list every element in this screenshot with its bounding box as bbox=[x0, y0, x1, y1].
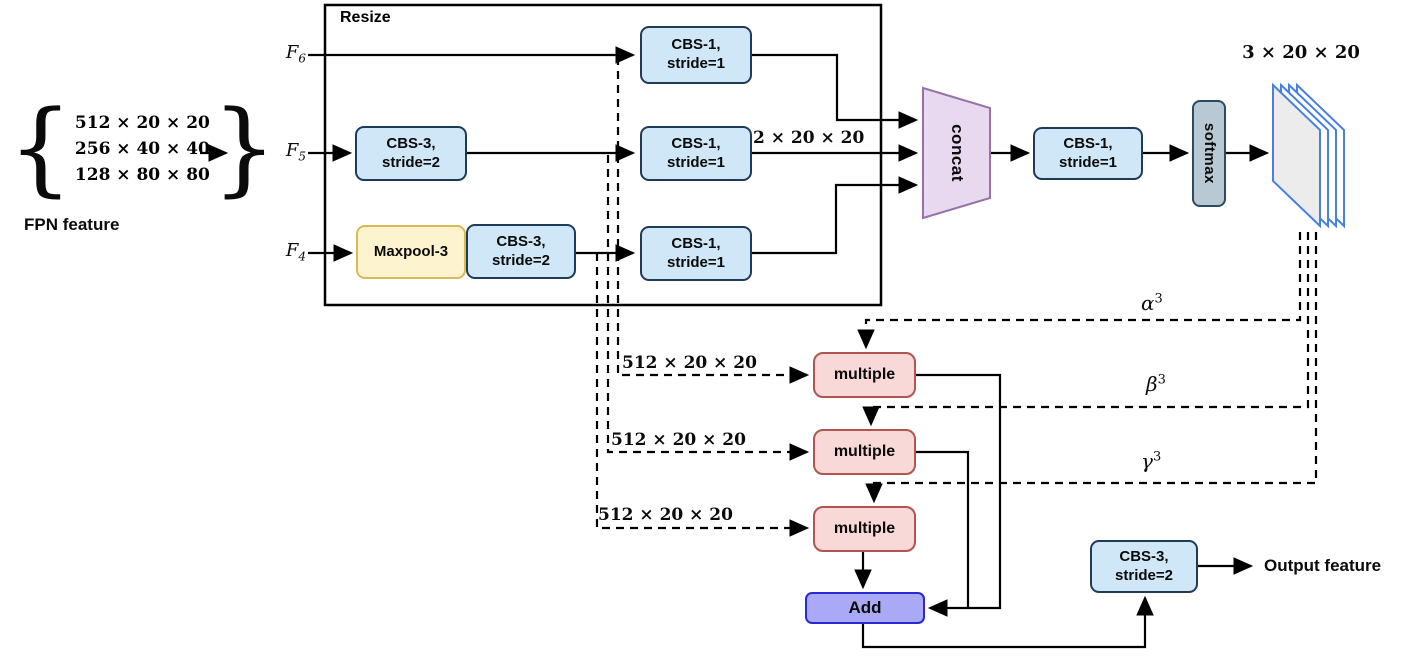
maxpool-box: Maxpool-3 bbox=[356, 225, 466, 279]
row3-to-concat bbox=[752, 176, 919, 255]
row1-to-concat bbox=[752, 53, 919, 129]
multiple-box-2: multiple bbox=[813, 429, 916, 475]
cbs1-box-row3: CBS-1, stride=1 bbox=[640, 226, 752, 281]
input-f5-label: F5 bbox=[270, 140, 306, 164]
fpn-shape-list: 512 × 20 × 20 256 × 40 × 40 128 × 80 × 8… bbox=[75, 110, 210, 188]
beta-weight-label: β3 bbox=[1146, 372, 1166, 396]
f4-sub: 4 bbox=[298, 249, 306, 264]
dim-label-multiple1: 512 × 20 × 20 bbox=[622, 353, 757, 373]
f5-sub: 5 bbox=[298, 149, 306, 164]
alpha-sup: 3 bbox=[1154, 291, 1163, 307]
concat-trapezoid bbox=[922, 86, 991, 220]
add-to-cbs3out bbox=[861, 595, 1154, 649]
multiple-box-1: multiple bbox=[813, 352, 916, 398]
fpn-feature-block: { 512 × 20 × 20 256 × 40 × 40 128 × 80 ×… bbox=[8, 89, 277, 208]
cbs1-box-row2: CBS-1, stride=1 bbox=[640, 126, 752, 181]
beta-base: β bbox=[1146, 372, 1158, 396]
alpha-weight-label: α3 bbox=[1141, 291, 1163, 315]
cbs1-box-postconcat: CBS-1, stride=1 bbox=[1033, 127, 1143, 180]
multiple2-feedback-to-add bbox=[916, 450, 970, 608]
resize-group-frame bbox=[323, 3, 883, 307]
dim-label-multiple2: 512 × 20 × 20 bbox=[611, 430, 746, 450]
left-brace: { bbox=[8, 89, 73, 208]
input-f4-label: F4 bbox=[270, 240, 306, 264]
gamma-weight-line bbox=[865, 232, 1318, 504]
multiple1-feedback-to-add bbox=[916, 373, 1002, 617]
gamma-weight-label: γ3 bbox=[1141, 449, 1161, 473]
gamma-sup: 3 bbox=[1152, 449, 1162, 465]
f5-resized-to-multiple2 bbox=[606, 155, 810, 461]
output-feature-label: Output feature bbox=[1264, 556, 1382, 575]
concat-label: concat bbox=[947, 124, 967, 182]
cbs3-box-row2: CBS-3, stride=2 bbox=[355, 126, 467, 181]
dim-label-concat-in: 2 × 20 × 20 bbox=[753, 128, 865, 148]
multiple-box-3: multiple bbox=[813, 506, 916, 552]
fpn-shape-3: 128 × 80 × 80 bbox=[74, 165, 210, 185]
cbs1-box-row1: CBS-1, stride=1 bbox=[640, 26, 752, 84]
gamma-base: γ bbox=[1141, 449, 1153, 473]
cbs3-box-row3: CBS-3, stride=2 bbox=[466, 224, 576, 279]
f4-base: F bbox=[285, 240, 299, 261]
f5-base: F bbox=[285, 140, 299, 161]
f6-sub: 6 bbox=[298, 51, 306, 66]
solid-connectors bbox=[200, 46, 1270, 649]
dim-label-multiple3: 512 × 20 × 20 bbox=[598, 505, 733, 525]
dashed-connectors bbox=[595, 57, 1318, 537]
cbs3-output-box: CBS-3, stride=2 bbox=[1090, 540, 1198, 593]
dim-label-softmax-out: 3 × 20 × 20 bbox=[1242, 42, 1360, 63]
resize-group-title: Resize bbox=[340, 9, 391, 26]
f6-base: F bbox=[285, 42, 299, 63]
input-f6-label: F6 bbox=[270, 42, 306, 66]
beta-weight-line bbox=[862, 232, 1310, 427]
beta-sup: 3 bbox=[1157, 372, 1166, 388]
alpha-base: α bbox=[1141, 291, 1155, 315]
f4-resized-to-multiple3 bbox=[595, 253, 810, 537]
add-box: Add bbox=[805, 592, 925, 624]
right-brace: } bbox=[211, 89, 277, 208]
stack-front-face bbox=[1272, 82, 1321, 229]
fpn-shape-2: 256 × 40 × 40 bbox=[74, 139, 210, 159]
alpha-weight-line bbox=[857, 232, 1302, 350]
weight-tensor-stack bbox=[1272, 82, 1345, 229]
softmax-label: softmax bbox=[1201, 122, 1219, 185]
fpn-feature-caption: FPN feature bbox=[24, 215, 120, 234]
fpn-shape-1: 512 × 20 × 20 bbox=[74, 113, 210, 133]
softmax-box: softmax bbox=[1192, 100, 1226, 207]
concat-label-wrap: concat bbox=[923, 88, 990, 218]
f6-resized-to-multiple1 bbox=[616, 57, 810, 384]
